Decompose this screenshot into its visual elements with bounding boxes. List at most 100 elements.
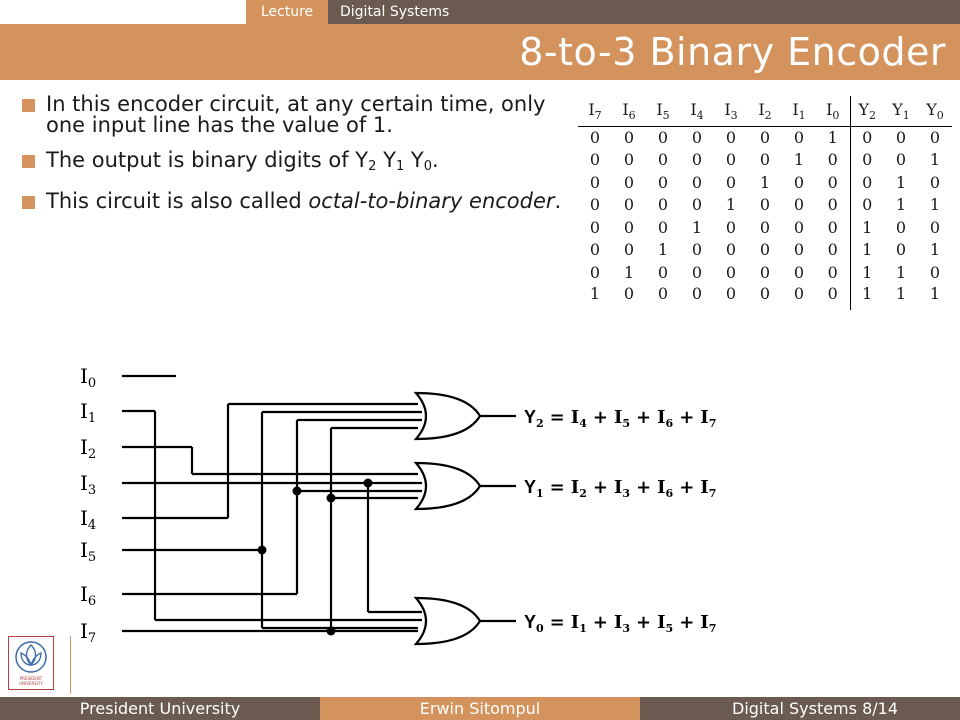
truth-table-header-cell: I5 xyxy=(646,96,680,127)
bullet-text: In this encoder circuit, at any certain … xyxy=(46,92,546,137)
truth-table-cell: 0 xyxy=(657,195,669,215)
header-variable: Y xyxy=(926,99,937,119)
truth-table-cell: 0 xyxy=(759,283,771,303)
bullet-square-icon xyxy=(22,155,35,168)
truth-table-cell: 0 xyxy=(691,150,703,170)
truth-table-cell: 1 xyxy=(725,195,737,215)
truth-table-cell: 0 xyxy=(623,172,635,192)
truth-table-cell: 0 xyxy=(691,195,703,215)
or-gate-y2 xyxy=(413,391,482,441)
truth-table-cell: 0 xyxy=(759,217,771,237)
truth-table-cell: 1 xyxy=(849,216,884,239)
or-gate-y0 xyxy=(413,596,482,646)
truth-table-cell: 1 xyxy=(895,283,907,303)
truth-table-cell: 1 xyxy=(895,172,907,192)
junction-dot xyxy=(292,486,302,496)
input-label-i1: I1 xyxy=(80,399,96,426)
truth-table-cell: 0 xyxy=(589,150,601,170)
truth-table-cell: 0 xyxy=(793,262,805,282)
equation-y0: Y0=I1+I3+I5+I7 xyxy=(524,612,716,635)
header-subscript: 0 xyxy=(936,108,944,122)
truth-table-cell: 0 xyxy=(827,217,838,237)
truth-table-cell: 1 xyxy=(759,172,771,192)
truth-table-cell: 0 xyxy=(759,195,771,215)
top-strip: Lecture Digital Systems xyxy=(0,0,960,24)
truth-table-cell: 0 xyxy=(929,172,941,192)
truth-table-cell: 0 xyxy=(657,172,669,192)
truth-table-cell: 0 xyxy=(657,283,669,303)
header-subscript: 1 xyxy=(902,108,910,122)
truth-table-header-cell: Y2 xyxy=(849,96,884,127)
truth-table-cell: 0 xyxy=(759,128,771,147)
header-variable: I xyxy=(622,99,629,119)
header-variable: Y xyxy=(892,99,903,119)
bullet-square-icon xyxy=(22,99,35,112)
bullet-item: In this encoder circuit, at any certain … xyxy=(22,94,562,136)
truth-table-cell: 0 xyxy=(623,217,635,237)
equation-y1: Y1=I2+I3+I6+I7 xyxy=(524,477,716,500)
header-variable: I xyxy=(792,99,799,119)
truth-table-cell: 0 xyxy=(793,172,805,192)
lotus-emblem-icon xyxy=(15,641,47,673)
input-label-i3: I3 xyxy=(80,471,96,498)
truth-table-header-cell: Y0 xyxy=(918,96,952,127)
truth-table-cell: 0 xyxy=(623,195,635,215)
truth-table-cell: 0 xyxy=(691,262,703,282)
truth-table-cell: 0 xyxy=(657,150,669,170)
encoder-circuit-diagram: I0 I1 I2 I3 I4 I5 I6 I7 Y2=I4+I5+I6+I7 Y… xyxy=(80,364,716,646)
truth-table-cell: 1 xyxy=(657,240,669,260)
truth-table-cell: 0 xyxy=(623,240,635,260)
truth-table-header-cell: Y1 xyxy=(884,96,918,127)
logo-divider xyxy=(70,636,71,694)
truth-table-cell: 0 xyxy=(759,240,771,260)
junction-dot xyxy=(257,545,267,555)
truth-table-cell: 1 xyxy=(929,240,941,260)
truth-table-cell: 0 xyxy=(895,128,907,147)
truth-table-cell: 1 xyxy=(691,217,703,237)
header-subscript: 7 xyxy=(594,108,602,122)
footer-university: President University xyxy=(0,697,320,720)
header-variable: I xyxy=(758,99,765,119)
truth-table-cell: 1 xyxy=(589,283,601,303)
tab-course: Digital Systems xyxy=(328,0,960,24)
truth-table-cell: 0 xyxy=(929,262,941,282)
input-label-i4: I4 xyxy=(80,506,96,533)
slide-title: 8-to-3 Binary Encoder xyxy=(519,30,946,74)
truth-table-cell: 0 xyxy=(849,193,884,216)
equation-y2: Y2=I4+I5+I6+I7 xyxy=(524,407,716,430)
truth-table-cell: 0 xyxy=(589,262,601,282)
truth-table-cell: 0 xyxy=(793,128,805,147)
footer-page-number: Digital Systems 8/14 xyxy=(640,697,960,720)
title-band: 8-to-3 Binary Encoder xyxy=(0,24,960,80)
truth-table-cell: 0 xyxy=(657,128,669,147)
truth-table-cell: 0 xyxy=(623,283,635,303)
truth-table-cell: 0 xyxy=(691,240,703,260)
header-variable: I xyxy=(690,99,697,119)
header-subscript: 2 xyxy=(764,108,772,122)
truth-table-cell: 0 xyxy=(725,172,737,192)
subscript: 2 xyxy=(368,159,377,174)
junction-dot xyxy=(363,478,373,488)
truth-table-cell: 0 xyxy=(589,172,601,192)
subscript: 1 xyxy=(395,159,405,174)
truth-table-cell: 0 xyxy=(793,195,805,215)
truth-table-cell: 0 xyxy=(725,262,737,282)
truth-table-cell: 0 xyxy=(849,126,884,149)
truth-table-cell: 0 xyxy=(589,195,601,215)
truth-table-cell: 0 xyxy=(793,283,805,303)
truth-table-cell: 1 xyxy=(849,283,884,310)
truth-table-cell: 0 xyxy=(623,150,635,170)
truth-table-cell: 0 xyxy=(759,150,771,170)
truth-table-cell: 0 xyxy=(657,262,669,282)
bullet-text: The output is binary digits of Y xyxy=(46,148,369,172)
or-gate-y1 xyxy=(413,461,482,511)
truth-table-cell: 0 xyxy=(725,240,737,260)
